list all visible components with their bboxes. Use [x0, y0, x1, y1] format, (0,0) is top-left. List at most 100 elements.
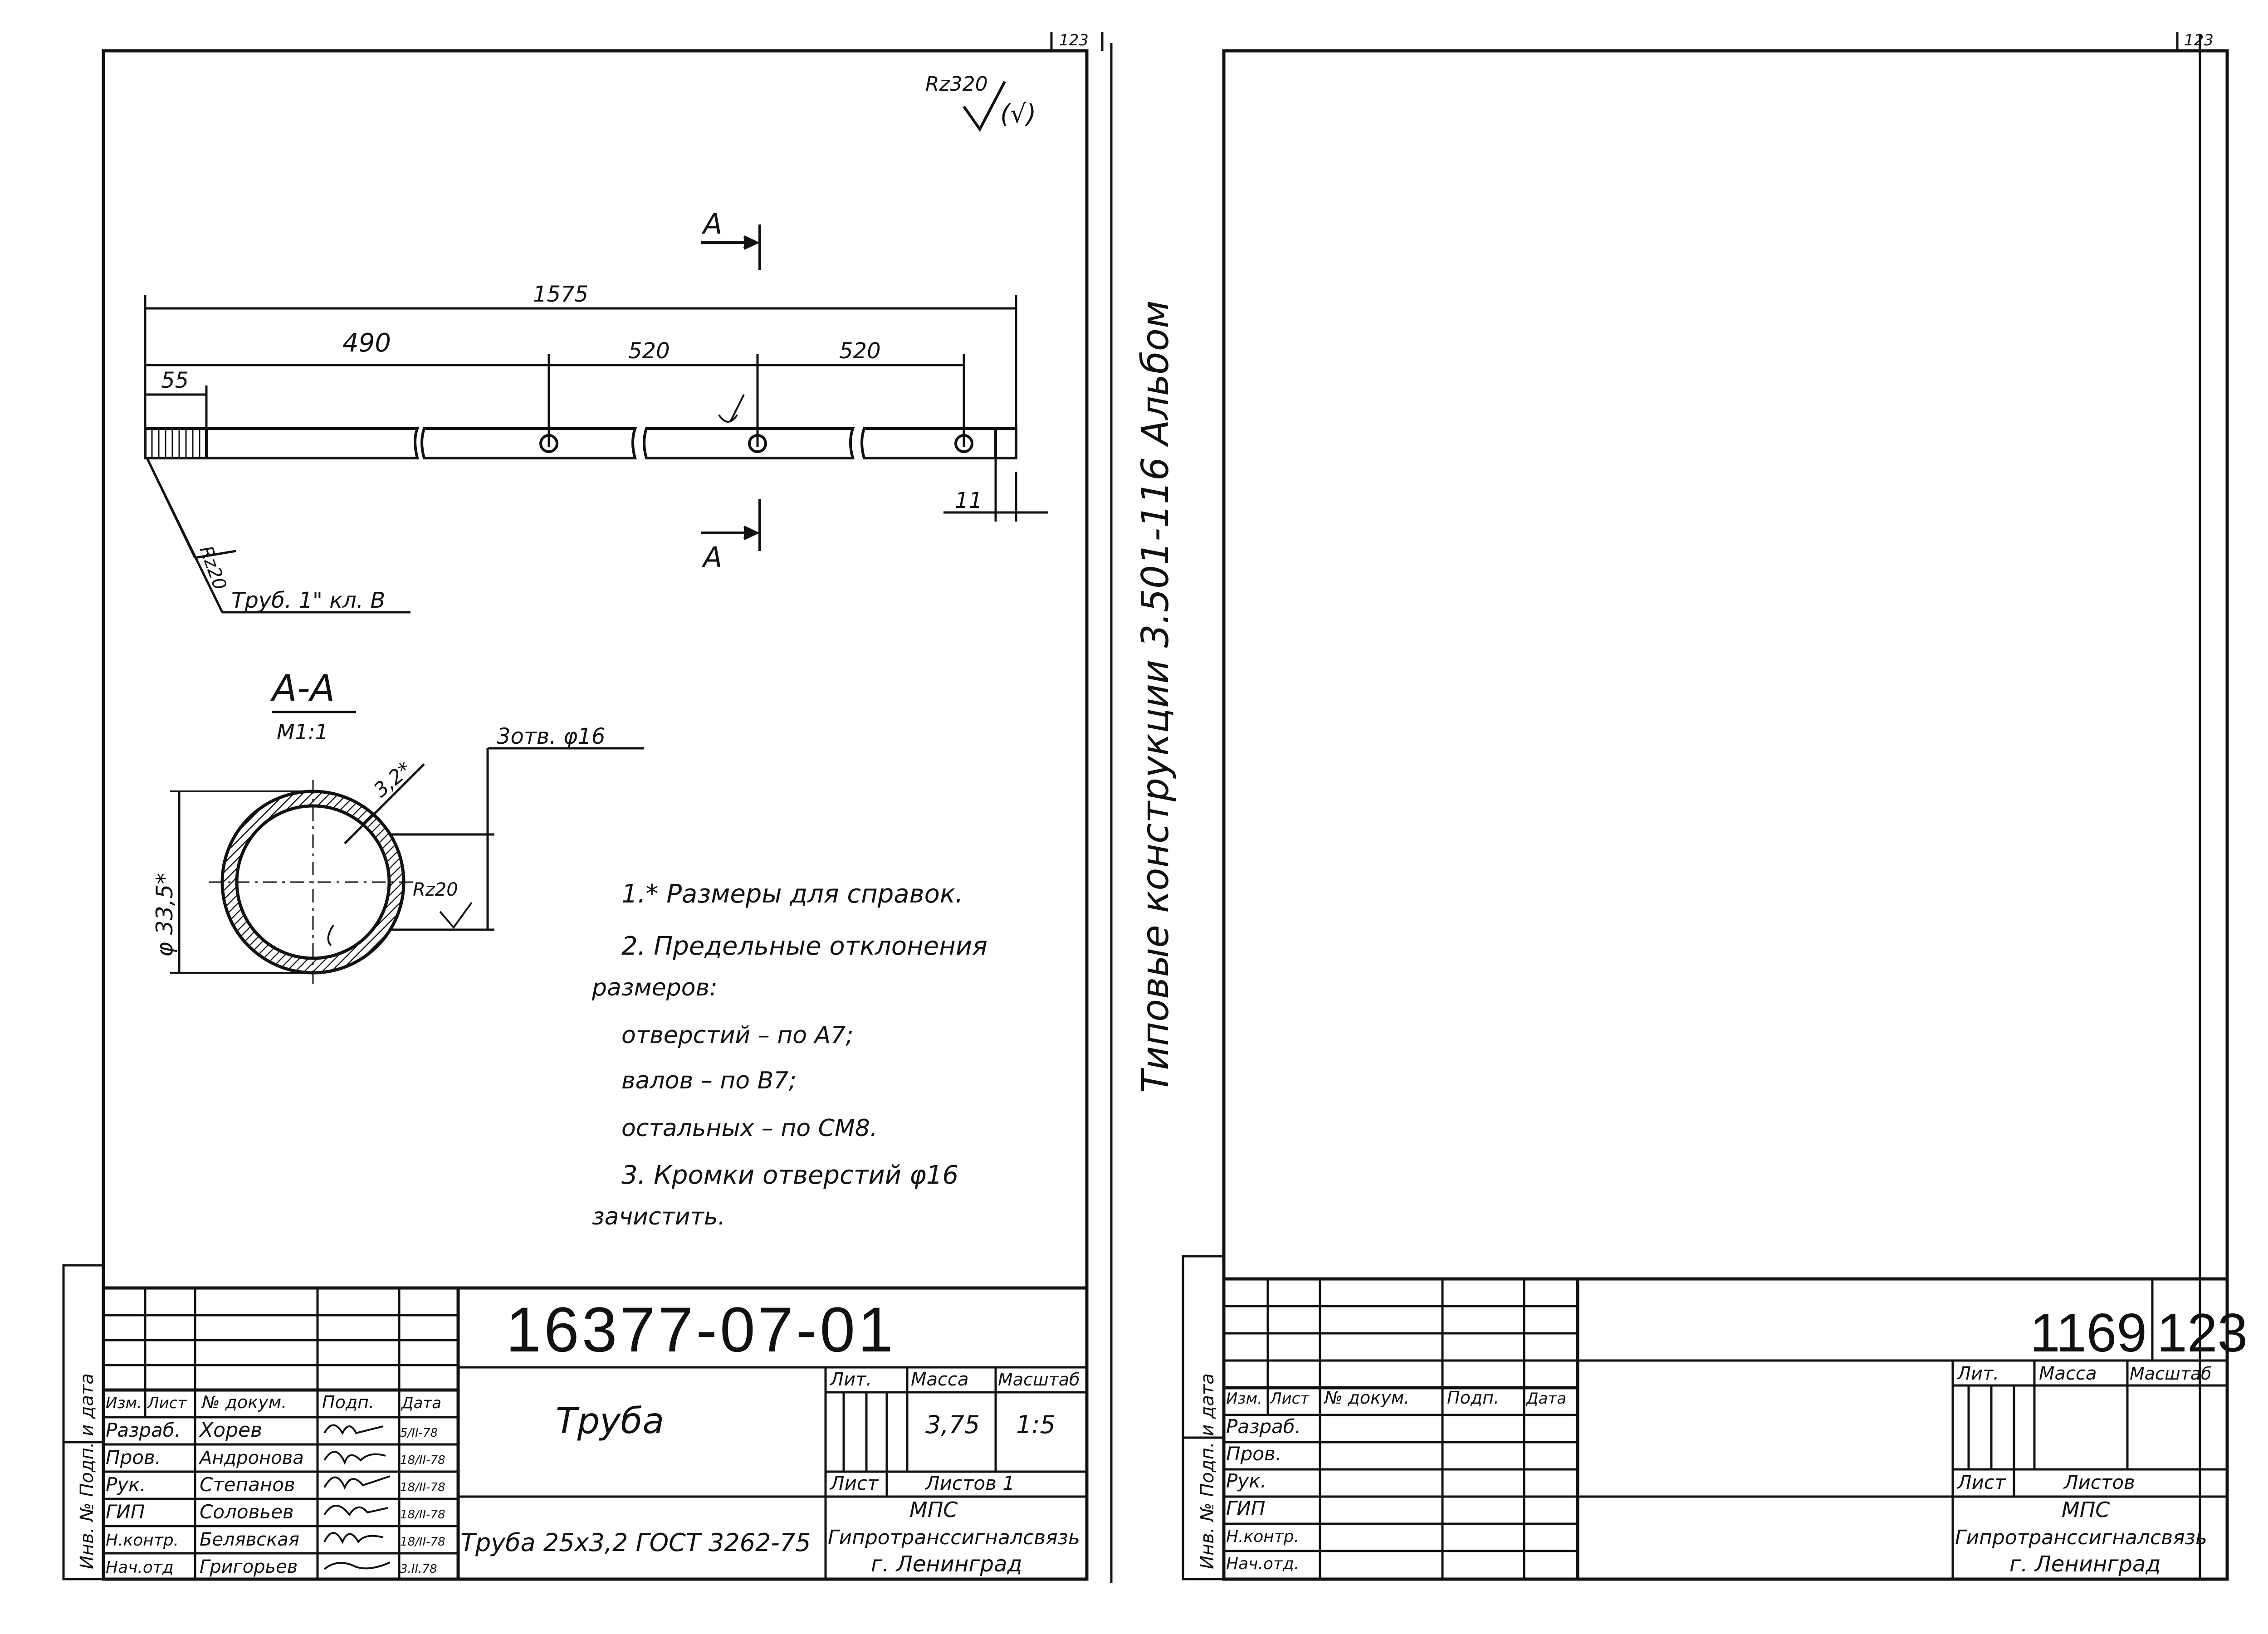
- scale-value: 1:5: [1016, 1410, 1056, 1439]
- svg-text:Rz320: Rz320: [925, 73, 988, 96]
- note-line: 2. Предельные отклонения: [621, 932, 987, 961]
- left-title-block: [103, 1286, 1087, 1579]
- col-sheet: Лист: [829, 1472, 879, 1494]
- left-frame: [102, 49, 1089, 1581]
- end-roughness-leader: [146, 458, 411, 614]
- mass-value: 3,75: [925, 1410, 980, 1439]
- section-title: А-А: [270, 667, 335, 709]
- left-top-sheet-number: 123: [1059, 31, 1089, 49]
- role: ГИП: [1226, 1497, 1265, 1519]
- role: ГИП: [106, 1501, 145, 1523]
- person-name: Григорьев: [200, 1556, 298, 1577]
- left-side-stamp-text: Инв. № Подп. и дата: [77, 1373, 98, 1569]
- pipe-side-view: [144, 394, 1017, 459]
- album-number: 1169: [2030, 1302, 2147, 1363]
- col-header: Изм.: [1226, 1390, 1262, 1408]
- part-material: Труба 25х3,2 ГОСТ 3262-75: [460, 1528, 811, 1557]
- role: Пров.: [106, 1446, 161, 1468]
- note-line: валов – по В7;: [621, 1067, 797, 1094]
- role: Разраб.: [1226, 1415, 1301, 1438]
- col-header: Изм.: [106, 1394, 142, 1412]
- section-cut-bottom: [701, 499, 761, 551]
- col-header: Подп.: [1447, 1388, 1499, 1408]
- col-header: Лист: [1269, 1390, 1310, 1408]
- spine-text: Типовые конструкции 3.501-116 Альбом: [1134, 300, 1177, 1093]
- right-side-stamp-text: Инв. № Подп. и дата: [1197, 1373, 1218, 1569]
- roughness-mark: Rz320 (√): [925, 73, 1036, 132]
- right-frame: [1222, 49, 2229, 1581]
- note-line: 1.* Размеры для справок.: [621, 879, 963, 909]
- org-1: МПС: [909, 1497, 958, 1522]
- dimension-lines: [144, 295, 1048, 522]
- sign-date: 18/II-78: [400, 1481, 445, 1494]
- dim-11: 11: [955, 488, 982, 513]
- sign-date: 18/II-78: [400, 1535, 445, 1549]
- note-line: 3. Кромки отверстий φ16: [621, 1161, 958, 1190]
- technical-notes: 1.* Размеры для справок. 2. Предельные о…: [591, 879, 987, 1230]
- role: Пров.: [1226, 1443, 1281, 1465]
- col-header: Дата: [1525, 1390, 1566, 1408]
- col-sheets: Листов 1: [924, 1472, 1015, 1494]
- sign-date: 18/II-78: [400, 1454, 445, 1467]
- section-a-a: [170, 747, 644, 984]
- section-letter-top: A: [701, 207, 722, 240]
- role: Рук.: [1226, 1470, 1266, 1492]
- col-header: № докум.: [1324, 1388, 1409, 1408]
- right-side-stamp: [1182, 1255, 1225, 1580]
- col-sheets: Листов: [2063, 1471, 2135, 1493]
- role: Разраб.: [106, 1419, 181, 1441]
- sign-date: 3.II.78: [400, 1562, 437, 1576]
- note-line: отверстий – по А7;: [621, 1022, 854, 1049]
- holes-label: 3отв. φ16: [497, 724, 605, 749]
- diameter-label: φ 33,5*: [152, 873, 178, 957]
- person-name: Соловьев: [200, 1501, 294, 1523]
- sign-date: 5/II-78: [400, 1426, 438, 1440]
- dim-55: 55: [161, 368, 189, 393]
- col-lit: Лит.: [829, 1369, 872, 1390]
- signatures: [323, 1424, 391, 1570]
- col-mass: Масса: [911, 1369, 969, 1390]
- right-top-sheet-number: 123: [2184, 31, 2214, 49]
- dim-520-a: 520: [628, 338, 670, 364]
- sign-date: 18/II-78: [400, 1508, 445, 1522]
- col-header: Подп.: [322, 1392, 374, 1412]
- section-cut-top: [701, 224, 761, 270]
- org-3: г. Ленинград: [2009, 1551, 2161, 1577]
- org-2: Гипротранссигналсвязь: [1955, 1526, 2207, 1549]
- doc-code: 16377-07-01: [506, 1294, 896, 1365]
- section-letter-bottom: A: [701, 541, 722, 574]
- org-1: МПС: [2062, 1497, 2110, 1522]
- page-number: 123: [2157, 1302, 2248, 1363]
- note-line: остальных – по СМ8.: [621, 1115, 877, 1142]
- col-header: Лист: [147, 1394, 187, 1412]
- col-scale: Масштаб: [998, 1370, 1080, 1390]
- role: Нач.отд.: [1226, 1555, 1299, 1573]
- right-title-block: [1224, 1277, 2227, 1579]
- role: Рук.: [106, 1473, 146, 1496]
- person-name: Андронова: [198, 1448, 304, 1468]
- part-name: Труба: [556, 1401, 664, 1442]
- pipe-callout: Труб. 1" кл. В: [231, 588, 385, 613]
- org-2: Гипротранссигналсвязь: [828, 1526, 1080, 1549]
- col-header: № докум.: [201, 1392, 287, 1412]
- right-sheet: [1222, 32, 2229, 1581]
- note-line: зачистить.: [592, 1203, 725, 1230]
- dim-520-b: 520: [839, 338, 881, 364]
- role: Н.контр.: [1226, 1527, 1299, 1546]
- person-name: Белявская: [200, 1529, 299, 1550]
- col-sheet: Лист: [1956, 1471, 2006, 1493]
- person-name: Степанов: [200, 1473, 295, 1496]
- rz20-section-label: Rz20: [413, 879, 458, 900]
- left-sheet: [102, 32, 1113, 1583]
- left-side-stamp: [62, 1264, 105, 1580]
- col-lit: Лит.: [1956, 1363, 1999, 1384]
- org-3: г. Ленинград: [871, 1551, 1022, 1577]
- dim-490: 490: [342, 328, 391, 358]
- col-mass: Масса: [2039, 1363, 2097, 1384]
- svg-text:(√): (√): [1000, 99, 1036, 129]
- section-scale: М1:1: [277, 720, 328, 744]
- role: Н.контр.: [106, 1531, 179, 1550]
- person-name: Хорев: [199, 1419, 262, 1442]
- note-line: размеров:: [591, 974, 718, 1001]
